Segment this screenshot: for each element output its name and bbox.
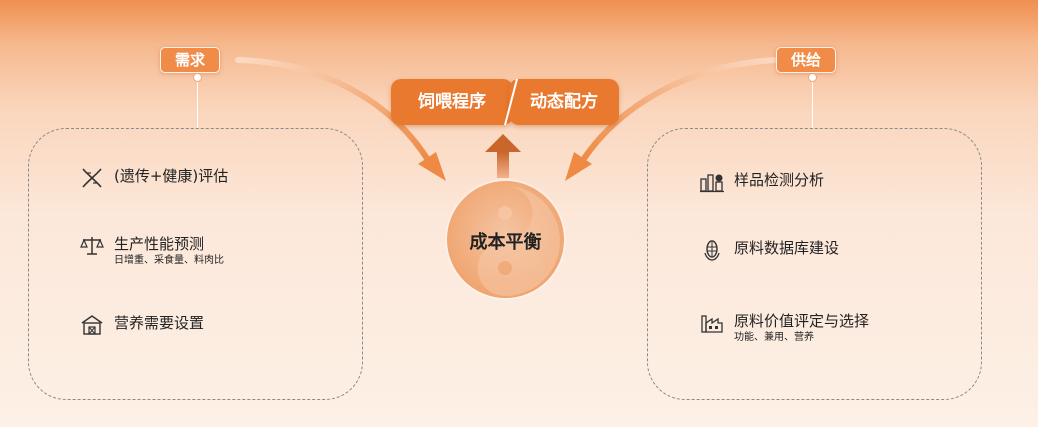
supply-arrowhead — [565, 152, 592, 181]
supply-stem-dot — [808, 73, 817, 82]
supply-item-valuation-sub: 功能、兼用、营养 — [734, 332, 814, 343]
balance-scale-icon — [80, 237, 104, 255]
cost-balance-label: 成本平衡 — [469, 232, 542, 253]
factory-icon — [701, 315, 723, 333]
demand-stem — [197, 82, 198, 128]
demand-tag-label: 需求 — [175, 51, 206, 69]
demand-arrowhead — [418, 152, 446, 181]
supply-stem — [812, 82, 813, 128]
up-arrowhead — [485, 134, 521, 152]
demand-stem-dot — [193, 73, 202, 82]
up-arrow-shaft — [497, 152, 509, 178]
demand-item-genetic-label: (遗传+健康)评估 — [114, 167, 229, 185]
supply-item-sample-label: 样品检测分析 — [734, 171, 825, 189]
demand-item-performance: 生产性能预测 日增重、采食量、料肉比 — [80, 234, 224, 267]
demand-item-genetic: (遗传+健康)评估 — [80, 166, 228, 189]
demand-item-nutrition: 营养需要设置 — [80, 313, 204, 336]
feeding-program-label: 饲喂程序 — [418, 92, 486, 112]
supply-item-sample: 样品检测分析 — [700, 170, 824, 193]
demand-item-performance-sub: 日增重、采食量、料肉比 — [114, 255, 224, 266]
supply-arrow — [580, 57, 781, 163]
supply-item-database: 原料数据库建设 — [700, 238, 839, 261]
demand-panel — [28, 128, 363, 400]
dynamic-formula-box: 动态配方 — [509, 79, 619, 125]
supply-item-valuation-label: 原料价值评定与选择 — [734, 312, 870, 330]
demand-item-nutrition-label: 营养需要设置 — [114, 314, 205, 332]
corn-icon — [704, 240, 720, 261]
demand-tag: 需求 — [160, 47, 221, 73]
demand-item-performance-label: 生产性能预测 — [114, 235, 205, 253]
supply-item-valuation: 原料价值评定与选择 功能、兼用、营养 — [700, 311, 869, 344]
demand-arrow — [235, 57, 431, 163]
supply-tag-label: 供给 — [791, 51, 822, 69]
supply-panel — [647, 128, 982, 400]
supply-item-database-label: 原料数据库建设 — [734, 239, 840, 257]
supply-tag: 供给 — [776, 47, 837, 73]
dna-icon — [82, 168, 102, 188]
lab-instruments-icon — [700, 174, 724, 193]
feeding-program-box: 饲喂程序 — [391, 79, 513, 125]
dynamic-formula-label: 动态配方 — [530, 92, 598, 112]
barn-icon — [81, 315, 103, 335]
